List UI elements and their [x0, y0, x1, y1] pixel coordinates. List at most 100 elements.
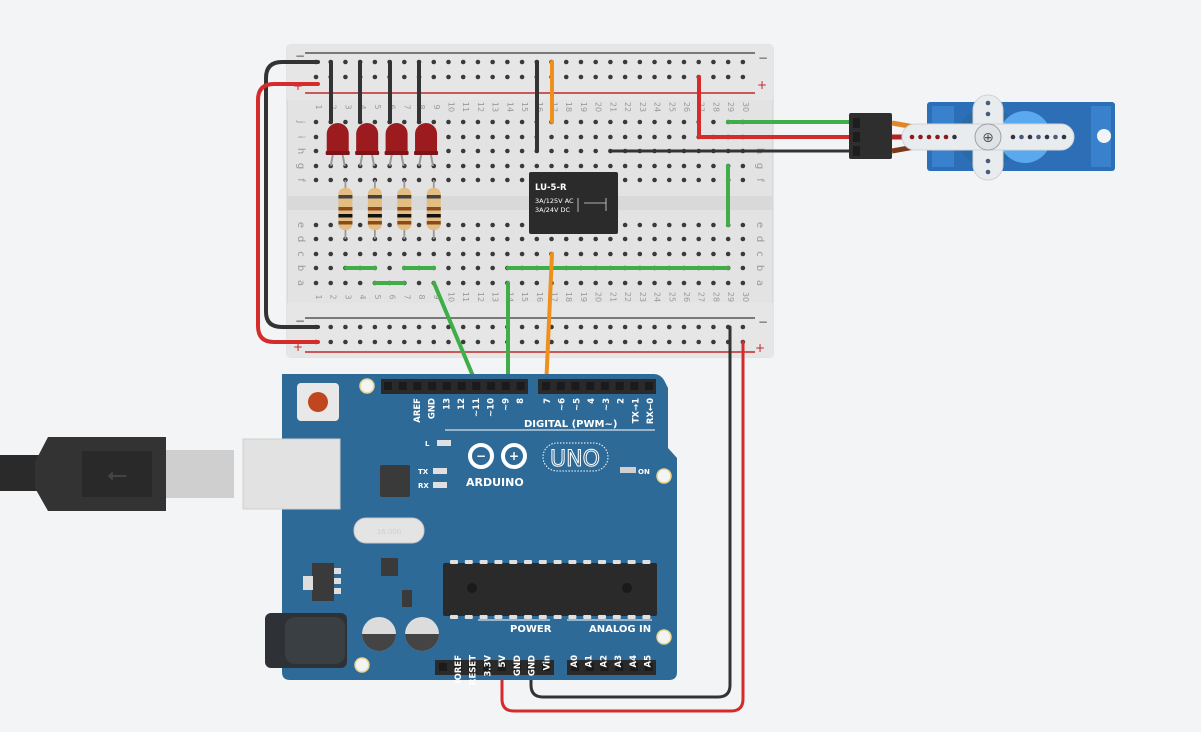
header-pin[interactable] — [571, 382, 580, 390]
breadboard-hole[interactable] — [519, 119, 525, 125]
breadboard-hole[interactable] — [475, 236, 481, 242]
breadboard-hole[interactable] — [313, 119, 319, 125]
breadboard-hole[interactable] — [460, 119, 466, 125]
breadboard-hole[interactable] — [681, 222, 687, 228]
header-pin[interactable] — [556, 382, 565, 390]
breadboard-hole[interactable] — [446, 134, 451, 140]
header-pin[interactable] — [428, 382, 437, 390]
header-pin[interactable] — [468, 663, 477, 671]
breadboard-hole[interactable] — [460, 280, 466, 286]
rail-hole[interactable] — [711, 74, 716, 80]
rail-hole[interactable] — [578, 324, 584, 330]
rail-hole[interactable] — [519, 324, 525, 330]
breadboard-hole[interactable] — [666, 119, 672, 125]
breadboard-hole[interactable] — [622, 134, 628, 140]
breadboard-hole[interactable] — [313, 148, 319, 154]
breadboard-hole[interactable] — [357, 280, 363, 286]
breadboard-hole[interactable] — [446, 148, 451, 154]
rail-hole[interactable] — [446, 339, 451, 345]
breadboard-hole[interactable] — [490, 265, 495, 271]
breadboard-hole[interactable] — [519, 134, 525, 140]
breadboard-hole[interactable] — [637, 163, 643, 169]
header-pin[interactable] — [457, 382, 466, 390]
breadboard-hole[interactable] — [446, 265, 451, 271]
header-pin[interactable] — [442, 382, 451, 390]
rail-hole[interactable] — [681, 324, 687, 330]
breadboard-hole[interactable] — [460, 148, 466, 154]
breadboard-hole[interactable] — [608, 134, 613, 140]
breadboard-hole[interactable] — [534, 163, 540, 169]
breadboard-hole[interactable] — [593, 148, 598, 154]
breadboard-hole[interactable] — [475, 222, 481, 228]
resistor[interactable] — [367, 180, 382, 239]
breadboard-hole[interactable] — [505, 163, 510, 169]
rail-hole[interactable] — [578, 59, 584, 65]
breadboard-hole[interactable] — [519, 222, 525, 228]
breadboard-hole[interactable] — [608, 119, 613, 125]
rail-hole[interactable] — [402, 339, 407, 345]
breadboard-hole[interactable] — [534, 280, 540, 286]
breadboard-hole[interactable] — [740, 177, 746, 183]
rail-hole[interactable] — [696, 59, 702, 65]
breadboard-hole[interactable] — [475, 177, 481, 183]
breadboard-hole[interactable] — [490, 163, 495, 169]
breadboard-hole[interactable] — [622, 177, 628, 183]
breadboard-hole[interactable] — [666, 163, 672, 169]
rail-hole[interactable] — [622, 59, 628, 65]
breadboard-hole[interactable] — [578, 236, 584, 242]
rail-hole[interactable] — [475, 339, 481, 345]
rail-hole[interactable] — [637, 339, 643, 345]
rail-hole[interactable] — [402, 324, 407, 330]
wire-pin11[interactable] — [432, 281, 480, 390]
breadboard-hole[interactable] — [357, 177, 363, 183]
header-pin[interactable] — [644, 663, 653, 671]
breadboard-hole[interactable] — [328, 222, 334, 228]
breadboard-hole[interactable] — [534, 251, 540, 257]
rail-hole[interactable] — [696, 324, 702, 330]
header-pin[interactable] — [453, 663, 462, 671]
rail-hole[interactable] — [372, 339, 378, 345]
rail-hole[interactable] — [343, 339, 348, 345]
header-pin[interactable] — [600, 382, 609, 390]
breadboard-hole[interactable] — [460, 177, 466, 183]
breadboard-hole[interactable] — [519, 236, 525, 242]
rail-hole[interactable] — [475, 59, 481, 65]
rail-hole[interactable] — [563, 324, 569, 330]
breadboard-hole[interactable] — [549, 134, 554, 140]
header-pin[interactable] — [571, 663, 579, 671]
breadboard-hole[interactable] — [416, 222, 422, 228]
rail-hole[interactable] — [563, 59, 569, 65]
rail-hole[interactable] — [460, 59, 466, 65]
breadboard-hole[interactable] — [475, 148, 481, 154]
breadboard-hole[interactable] — [578, 251, 584, 257]
breadboard-hole[interactable] — [519, 148, 525, 154]
breadboard-hole[interactable] — [711, 236, 716, 242]
breadboard-hole[interactable] — [372, 119, 378, 125]
rail-hole[interactable] — [652, 59, 657, 65]
header-pin[interactable] — [398, 382, 407, 390]
breadboard-hole[interactable] — [578, 148, 584, 154]
rail-hole[interactable] — [431, 339, 437, 345]
breadboard-hole[interactable] — [622, 280, 628, 286]
resistor[interactable] — [426, 180, 441, 239]
rail-hole[interactable] — [357, 324, 363, 330]
breadboard-hole[interactable] — [740, 222, 746, 228]
breadboard-hole[interactable] — [681, 236, 687, 242]
breadboard-hole[interactable] — [475, 265, 481, 271]
rail-hole[interactable] — [593, 74, 598, 80]
led[interactable] — [384, 123, 409, 167]
breadboard-hole[interactable] — [460, 265, 466, 271]
header-pin[interactable] — [585, 663, 594, 671]
breadboard-hole[interactable] — [563, 134, 569, 140]
rail-hole[interactable] — [460, 339, 466, 345]
rail-hole[interactable] — [593, 339, 598, 345]
breadboard-hole[interactable] — [416, 251, 422, 257]
breadboard-hole[interactable] — [725, 251, 731, 257]
breadboard-hole[interactable] — [328, 251, 334, 257]
breadboard-hole[interactable] — [637, 280, 643, 286]
breadboard-hole[interactable] — [519, 177, 525, 183]
rail-hole[interactable] — [387, 324, 392, 330]
breadboard-hole[interactable] — [357, 222, 363, 228]
breadboard-hole[interactable] — [622, 251, 628, 257]
